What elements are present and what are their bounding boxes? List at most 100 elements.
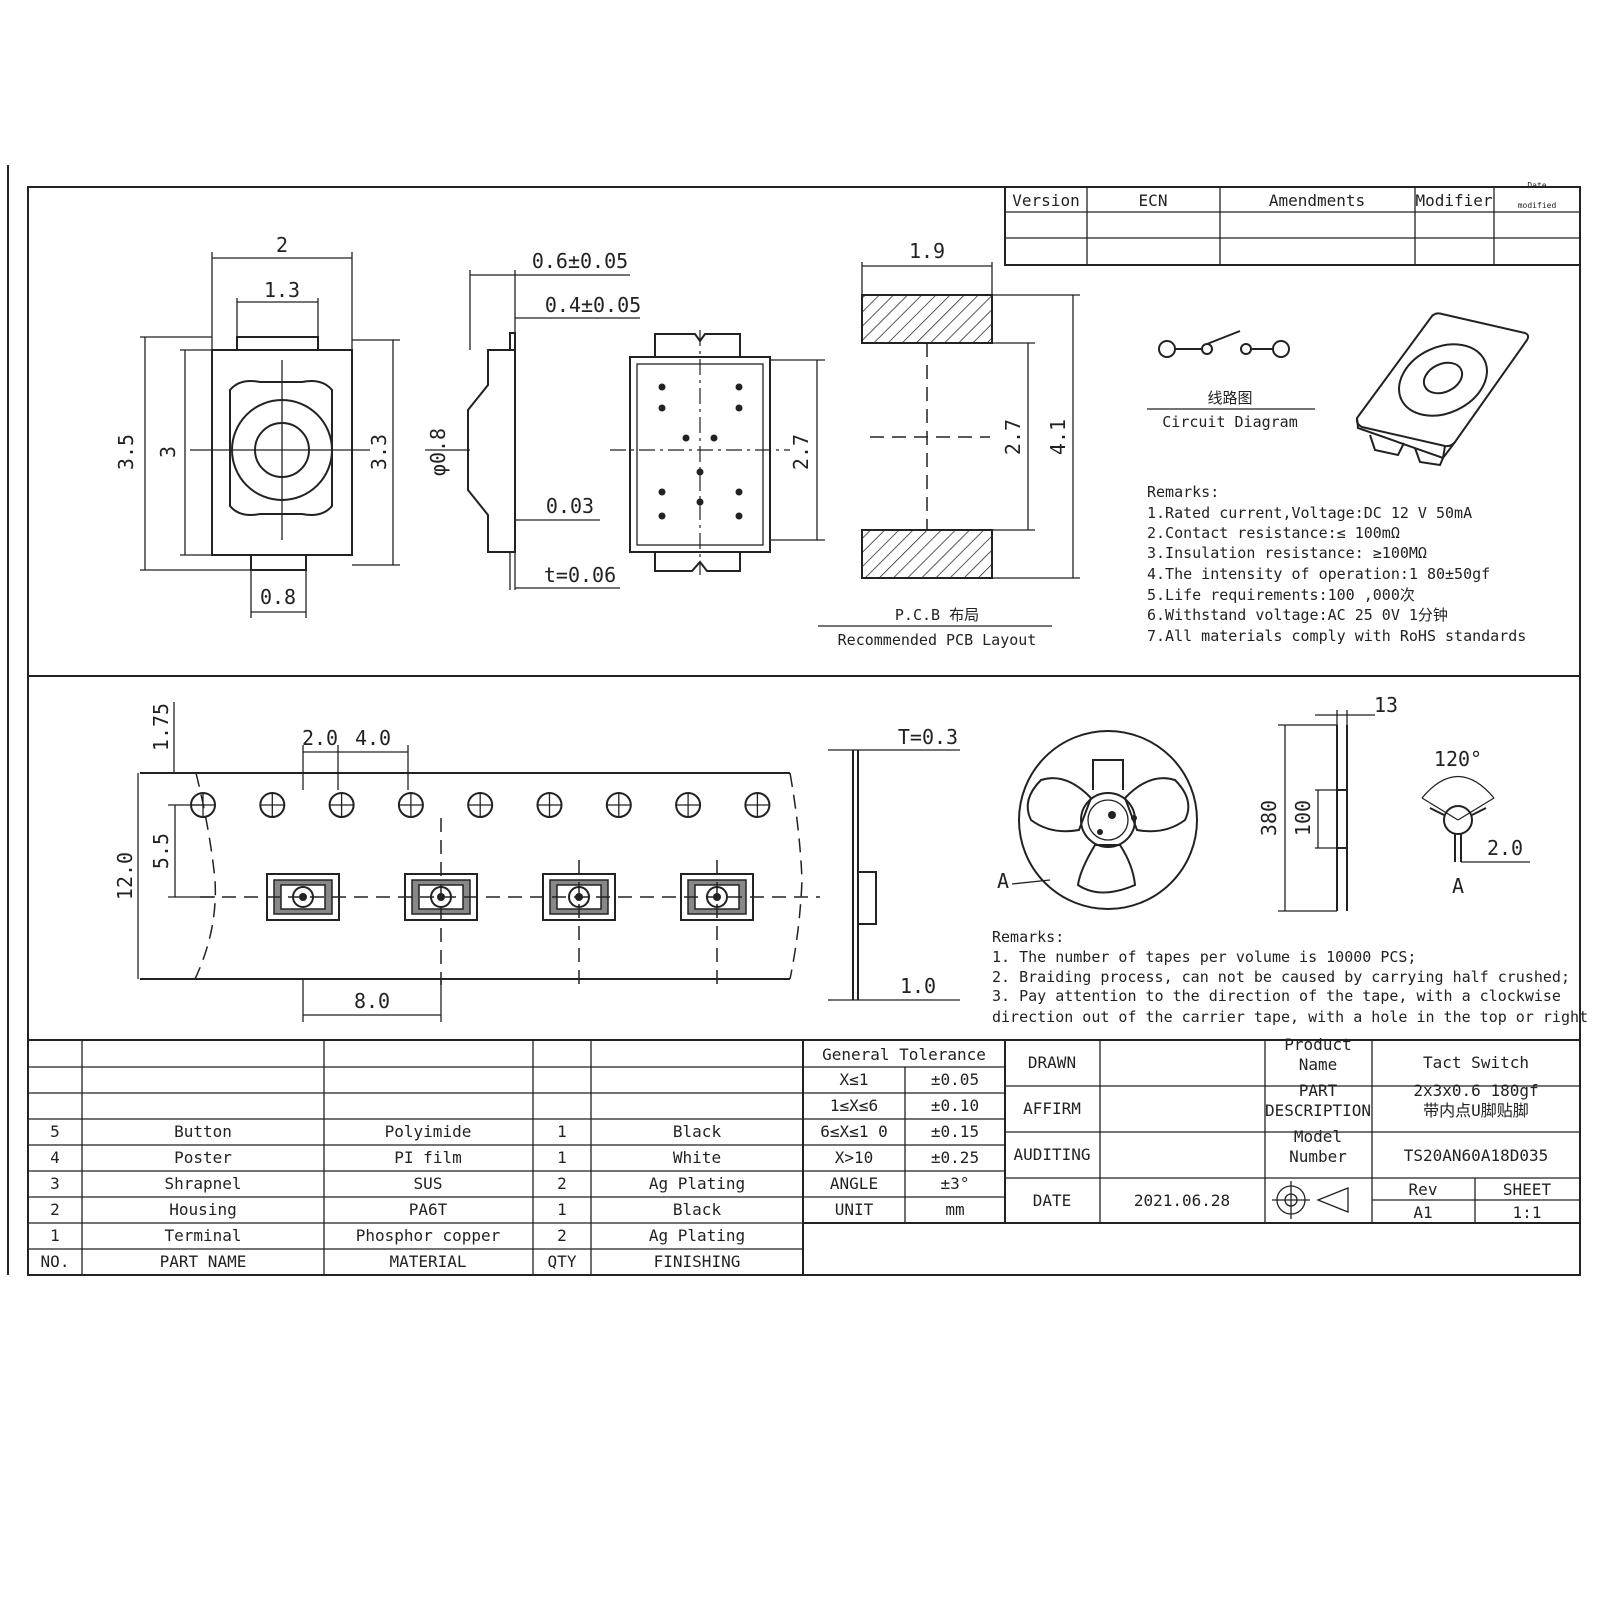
dim-height-outer: 3.5 [114, 434, 138, 470]
label-drawn: DRAWN [1028, 1053, 1076, 1072]
rev-col-ecn: ECN [1139, 191, 1168, 210]
dim-tape-pitch-small: 2.0 [302, 726, 338, 750]
dim-reel-hub: 100 [1291, 800, 1315, 836]
bom-cell: Housing [169, 1200, 236, 1219]
dim-height-inner: 3 [156, 446, 180, 458]
tolerance-value: mm [945, 1200, 964, 1219]
dim-diameter: φ0.8 [426, 428, 450, 476]
label-sheet: SHEET [1503, 1180, 1552, 1199]
date-value: 2021.06.28 [1134, 1191, 1230, 1210]
pcb-title-cn: P.C.B 布局 [895, 606, 979, 624]
label-affirm: AFFIRM [1023, 1099, 1081, 1118]
side-view: 0.6±0.05 0.4±0.05 φ0.8 0.03 t=0.06 [425, 249, 641, 590]
bom-header-finishing: FINISHING [654, 1252, 741, 1271]
pcb-pad-top [861, 294, 993, 344]
tolerance-range: X≤1 [840, 1070, 869, 1089]
bom-cell: 1 [557, 1200, 567, 1219]
bom-header-material: MATERIAL [389, 1252, 466, 1271]
remark-7: 7.All materials comply with RoHS standar… [1147, 627, 1526, 645]
dim-inner-width: 1.3 [264, 278, 300, 302]
bom-cell: Phosphor copper [356, 1226, 501, 1245]
tolerance-value: ±3° [941, 1174, 970, 1193]
tolerance-table: General Tolerance X≤1±0.051≤X≤6±0.106≤X≤… [802, 1039, 1006, 1224]
remark-tape-2: 2. Braiding process, can not be caused b… [992, 968, 1570, 986]
bom-cell: Button [174, 1122, 232, 1141]
remark-1: 1.Rated current,Voltage:DC 12 V 50mA [1147, 504, 1472, 522]
dim-pcb-gap: 2.7 [1001, 419, 1025, 455]
sprocket-hole [605, 792, 632, 818]
bom-cell: 2 [50, 1200, 60, 1219]
projection-symbol-icon [1272, 1181, 1349, 1219]
bom-cell: SUS [414, 1174, 443, 1193]
remarks-bottom: Remarks: 1. The number of tapes per volu… [992, 928, 1588, 1026]
sprocket-hole [397, 792, 424, 818]
dim-thickness-1: 0.6±0.05 [532, 249, 628, 273]
remarks-top-title: Remarks: [1147, 483, 1219, 501]
dim-terminal: 0.8 [260, 585, 296, 609]
remark-tape-1: 1. The number of tapes per volume is 100… [992, 948, 1416, 966]
bom-cell: 1 [557, 1122, 567, 1141]
reel-front-view: A [997, 730, 1198, 910]
dim-tape-base: 1.0 [900, 974, 936, 998]
dim-pocket-pitch: 8.0 [354, 989, 390, 1013]
tape-side-view: T=0.3 1.0 [828, 725, 960, 1001]
sprocket-hole [744, 792, 771, 818]
dim-thickness-2: 0.4±0.05 [545, 293, 641, 317]
tolerance-value: ±0.10 [931, 1096, 979, 1115]
sprocket-hole [536, 792, 563, 818]
isometric-view [1355, 312, 1530, 467]
bom-cell: Poster [174, 1148, 232, 1167]
bom-header-no: NO. [41, 1252, 70, 1271]
remark-tape-3: 3. Pay attention to the direction of the… [992, 987, 1561, 1005]
pcb-pad-bottom [861, 529, 993, 579]
circuit-title-en: Circuit Diagram [1162, 413, 1297, 431]
dim-tape-edge: 1.75 [149, 703, 173, 751]
tolerance-value: ±0.25 [931, 1148, 979, 1167]
pcb-title-en: Recommended PCB Layout [838, 631, 1037, 649]
tolerance-range: UNIT [835, 1200, 874, 1219]
tolerance-range: X>10 [835, 1148, 874, 1167]
bom-cell: PI film [394, 1148, 461, 1167]
bom-cell: 1 [557, 1148, 567, 1167]
bom-header-part-name: PART NAME [160, 1252, 247, 1271]
remark-tape-4: direction out of the carrier tape, with … [992, 1008, 1588, 1026]
sprocket-hole [328, 792, 355, 818]
remark-4: 4.The intensity of operation:1 80±50gf [1147, 565, 1490, 583]
rev-col-modifier: Modifier [1415, 191, 1492, 210]
bom-cell: Black [673, 1200, 722, 1219]
dim-tape-pitch-hole: 4.0 [355, 726, 391, 750]
sprocket-hole [259, 792, 286, 818]
remark-2: 2.Contact resistance:≤ 100mΩ [1147, 524, 1400, 542]
bom-cell: White [673, 1148, 721, 1167]
tolerance-title: General Tolerance [822, 1045, 986, 1064]
remark-6: 6.Withstand voltage:AC 25 0V 1分钟 [1147, 606, 1448, 624]
model-number: TS20AN60A18D035 [1404, 1146, 1549, 1165]
dim-tape-center: 5.5 [149, 833, 173, 869]
dim-thickness-4: t=0.06 [544, 563, 616, 587]
label-auditing: AUDITING [1013, 1145, 1090, 1164]
dim-back-height: 2.7 [789, 434, 813, 470]
title-block: DRAWN AFFIRM AUDITING DATE 2021.06.28 Pr… [1004, 1035, 1581, 1224]
bom-cell: Ag Plating [649, 1174, 745, 1193]
bom-cell: Terminal [164, 1226, 241, 1245]
dim-pcb-width: 1.9 [909, 239, 945, 263]
sprocket-hole [467, 792, 494, 818]
bom-cell: PA6T [409, 1200, 448, 1219]
sheet-value: 1:1 [1513, 1203, 1542, 1222]
dim-pcb-total: 4.1 [1046, 419, 1070, 455]
sprocket-holes [190, 792, 771, 818]
reel-label-a: A [997, 869, 1009, 893]
dim-reel-width: 13 [1374, 693, 1398, 717]
remarks-top: Remarks: 1.Rated current,Voltage:DC 12 V… [1147, 483, 1526, 645]
dim-tape-width: 12.0 [113, 852, 137, 900]
hub-detail: 120° 2.0 A [1421, 747, 1530, 898]
hub-width: 2.0 [1487, 836, 1523, 860]
rev-col-amendments: Amendments [1269, 191, 1365, 210]
reel-side-view: 13 380 100 [1257, 693, 1398, 912]
label-rev: Rev [1409, 1180, 1438, 1199]
